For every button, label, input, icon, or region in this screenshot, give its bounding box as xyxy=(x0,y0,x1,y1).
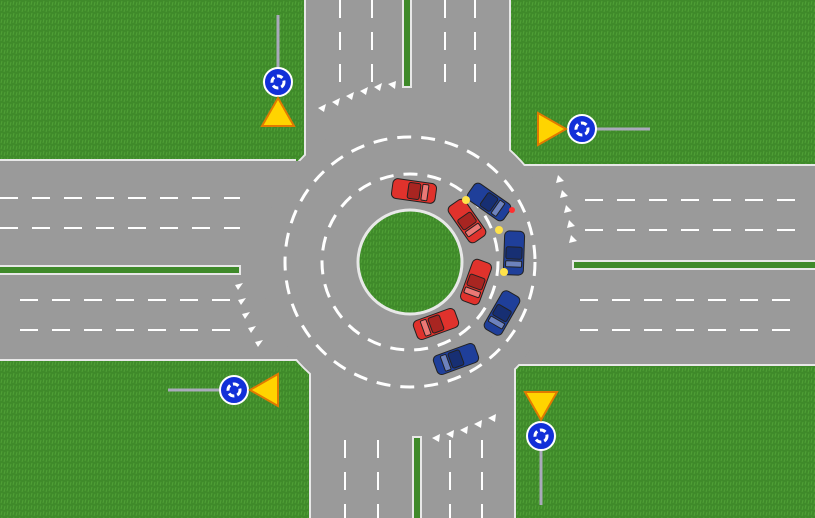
yield-sign-icon xyxy=(523,391,559,423)
sign-northwest xyxy=(260,15,296,127)
central-island xyxy=(356,208,464,316)
yield-sign-icon xyxy=(247,372,279,408)
median-west xyxy=(0,265,241,275)
ring-lane-inner xyxy=(320,172,500,352)
median-east xyxy=(572,260,815,270)
ring-lane-outer xyxy=(283,135,537,389)
roundabout-sign-icon xyxy=(263,67,293,97)
sign-northeast xyxy=(537,111,650,147)
roundabout-sign-icon xyxy=(219,375,249,405)
median-south xyxy=(412,436,422,518)
yield-sign-icon xyxy=(260,95,296,127)
roundabout-sign-icon xyxy=(526,421,556,451)
yield-line-markings xyxy=(235,81,577,442)
median-north xyxy=(402,0,412,88)
sign-southeast xyxy=(523,391,559,505)
sign-southwest xyxy=(168,372,279,408)
roundabout-sign-icon xyxy=(567,114,597,144)
indicator-lights xyxy=(462,196,515,276)
yield-sign-icon xyxy=(537,111,569,147)
car-blue xyxy=(502,230,526,276)
